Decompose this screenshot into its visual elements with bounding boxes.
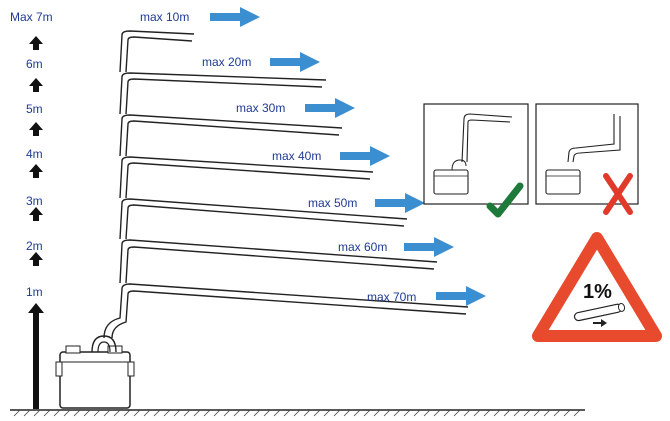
distance-10m: max 10m bbox=[140, 7, 260, 27]
warning-triangle-icon bbox=[532, 232, 662, 342]
distance-label: max 50m bbox=[308, 196, 357, 210]
slope-warning-sign: 1% bbox=[532, 232, 662, 342]
ground bbox=[10, 409, 585, 417]
height-label-7m: Max 7m bbox=[10, 10, 53, 24]
pipe-icon bbox=[573, 302, 626, 322]
pipe-run-40m bbox=[119, 156, 374, 199]
height-label-4m: 4m bbox=[26, 147, 43, 161]
cross-icon bbox=[603, 173, 633, 215]
up-arrow-icon bbox=[29, 164, 43, 178]
distance-label: max 70m bbox=[367, 290, 416, 304]
height-label-1m: 1m bbox=[26, 285, 43, 299]
flow-arrow-icon bbox=[210, 7, 260, 27]
distance-20m: max 20m bbox=[202, 52, 320, 72]
flow-arrow-icon bbox=[593, 319, 607, 327]
pipe-run-70m bbox=[103, 283, 469, 339]
distance-60m: max 60m bbox=[338, 237, 454, 257]
pipe-run-50m bbox=[119, 198, 408, 240]
up-arrow-icon bbox=[29, 122, 43, 136]
flow-arrow-icon bbox=[305, 98, 355, 118]
pipe-run-10m bbox=[119, 30, 195, 73]
height-label-3m: 3m bbox=[26, 194, 43, 208]
flow-arrow-icon bbox=[436, 286, 486, 306]
slope-percentage: 1% bbox=[583, 281, 612, 303]
distance-label: max 10m bbox=[140, 10, 189, 24]
distance-label: max 40m bbox=[272, 149, 321, 163]
height-scale: Max 7m 6m 5m 4m 3m 2m 1m bbox=[10, 10, 53, 409]
up-arrow-icon bbox=[28, 303, 44, 409]
distance-label: max 60m bbox=[338, 240, 387, 254]
distance-70m: max 70m bbox=[367, 286, 486, 306]
correct-installation-example bbox=[423, 103, 529, 218]
flow-arrow-icon bbox=[340, 146, 390, 166]
pipe-run-30m bbox=[119, 114, 343, 157]
pump-icon bbox=[55, 335, 135, 409]
distance-50m: max 50m bbox=[308, 193, 425, 213]
check-icon bbox=[486, 182, 524, 218]
distance-30m: max 30m bbox=[236, 98, 355, 118]
up-arrow-icon bbox=[29, 36, 43, 50]
wrong-installation-example bbox=[535, 103, 639, 215]
height-label-2m: 2m bbox=[26, 239, 43, 253]
pipe-run-60m bbox=[119, 239, 438, 284]
distance-40m: max 40m bbox=[272, 146, 390, 166]
flow-arrow-icon bbox=[404, 237, 454, 257]
up-arrow-icon bbox=[29, 207, 43, 221]
distance-label: max 20m bbox=[202, 55, 251, 69]
flow-arrow-icon bbox=[270, 52, 320, 72]
height-label-6m: 6m bbox=[26, 57, 43, 71]
height-label-5m: 5m bbox=[26, 102, 43, 116]
up-arrow-icon bbox=[29, 252, 43, 266]
pipe-run-20m bbox=[119, 72, 327, 115]
distance-label: max 30m bbox=[236, 101, 285, 115]
flow-arrow-icon bbox=[375, 193, 425, 213]
up-arrow-icon bbox=[29, 78, 43, 92]
